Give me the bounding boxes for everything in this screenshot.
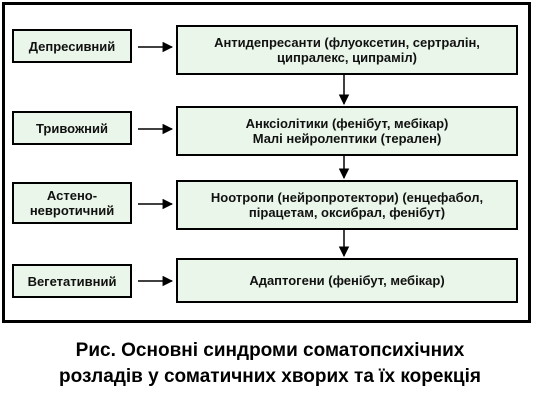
syndrome-box-anxious: Тривожний: [12, 111, 132, 145]
treatment-line-1: Анксіолітики (фенібут, мебікар): [245, 116, 449, 131]
caption-line-1: Рис. Основні синдроми соматопсихічних: [75, 340, 465, 361]
treatment-line-2: Малі нейролептики (терален): [252, 131, 442, 146]
syndrome-label: Тривожний: [35, 120, 109, 136]
syndrome-box-astheno-neurotic: Астено- невротичний: [12, 182, 132, 224]
syndrome-box-depressive: Депресивний: [12, 29, 132, 63]
treatment-line-2: ципралекс, ципраміл): [277, 50, 417, 65]
treatment-line-1: Ноотропи (нейропротектори) (енцефабол,: [210, 190, 484, 205]
figure-caption: Рис. Основні синдроми соматопсихічних ро…: [0, 338, 540, 390]
syndrome-label: Вегетативний: [27, 273, 117, 289]
syndrome-label-line-1: Астено-: [46, 188, 98, 203]
syndrome-box-vegetative: Вегетативний: [12, 264, 132, 298]
syndrome-label: Депресивний: [28, 38, 116, 54]
treatment-box-antidepressants: Антидепресанти (флуоксетин, сертралін, ц…: [176, 25, 518, 75]
caption-line-2: розладів у соматичних хворих та їх корек…: [59, 366, 481, 387]
treatment-line-1: Адаптогени (фенібут, мебікар): [249, 273, 445, 288]
treatment-line-1: Антидепресанти (флуоксетин, сертралін,: [214, 35, 480, 50]
treatment-box-adaptogens: Адаптогени (фенібут, мебікар): [176, 258, 518, 303]
syndrome-label-line-2: невротичний: [29, 203, 115, 218]
treatment-box-anxiolytics: Анксіолітики (фенібут, мебікар) Малі ней…: [176, 106, 518, 156]
treatment-box-nootropics: Ноотропи (нейропротектори) (енцефабол, п…: [176, 180, 518, 230]
treatment-line-2: пірацетам, оксибрал, фенібут): [248, 205, 446, 220]
